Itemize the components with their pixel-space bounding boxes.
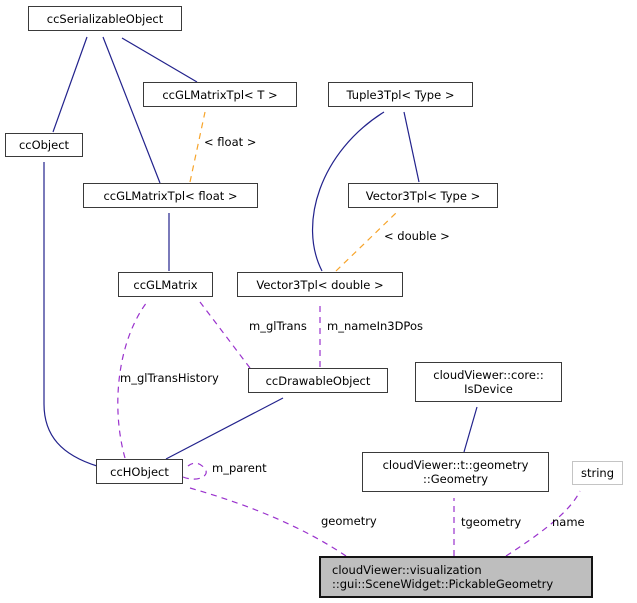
edge-template-ccglmatrixtplfloat-to-ccglmatrixtplt bbox=[189, 111, 206, 183]
node-cloudviewer-t-geometry-geometry[interactable]: cloudViewer::t::geometry ::Geometry bbox=[362, 452, 549, 492]
node-ccglmatrixtpl-t[interactable]: ccGLMatrixTpl< T > bbox=[143, 82, 297, 107]
edge-usage-geometry bbox=[189, 487, 347, 557]
node-ccserializableobject[interactable]: ccSerializableObject bbox=[28, 6, 182, 31]
edge-inheritance-ccglmatrixtplfloat-to-ccserializableobject bbox=[102, 36, 161, 184]
edge-label-template-float: < float > bbox=[204, 135, 257, 149]
edge-label-m-namein3dpos: m_nameIn3DPos bbox=[327, 319, 423, 333]
edge-usage-m-gltranshistory bbox=[117, 301, 148, 459]
node-cchobject[interactable]: ccHObject bbox=[96, 459, 183, 484]
edge-label-m-parent: m_parent bbox=[212, 461, 267, 475]
node-cloudviewer-core-isdevice[interactable]: cloudViewer::core:: IsDevice bbox=[415, 362, 562, 402]
edge-inheritance-vector3tpltype-to-tuple3tpltype bbox=[403, 111, 420, 183]
edge-template-vector3tpldouble-to-vector3tpltype bbox=[335, 212, 397, 272]
edge-label-name: name bbox=[552, 515, 585, 529]
edge-inheritance-ccglmatrixtplt-to-ccserializableobject bbox=[121, 37, 198, 83]
node-vector3tpl-double[interactable]: Vector3Tpl< double > bbox=[237, 272, 403, 297]
node-ccglmatrix[interactable]: ccGLMatrix bbox=[118, 272, 213, 297]
edge-label-m-gltrans: m_glTrans bbox=[249, 319, 307, 333]
edge-usage-name bbox=[505, 490, 581, 557]
edge-inheritance-cchobject-to-ccobject bbox=[43, 162, 98, 467]
edge-inheritance-geometry-to-isdevice bbox=[463, 406, 478, 453]
node-string: string bbox=[572, 461, 623, 485]
edge-inheritance-vector3tpldouble-to-tuple3tpltype bbox=[311, 111, 385, 272]
edge-usage-m-parent-selfloop bbox=[182, 462, 207, 480]
node-tuple3tpl-type[interactable]: Tuple3Tpl< Type > bbox=[328, 82, 473, 107]
edge-usage-m-gltrans bbox=[199, 301, 251, 369]
node-ccdrawableobject[interactable]: ccDrawableObject bbox=[248, 368, 388, 393]
edge-label-template-double: < double > bbox=[384, 229, 450, 243]
node-vector3tpl-type[interactable]: Vector3Tpl< Type > bbox=[348, 183, 498, 208]
edge-label-m-gltranshistory: m_glTransHistory bbox=[120, 371, 219, 385]
node-pickablegeometry-current: cloudViewer::visualization ::gui::SceneW… bbox=[319, 556, 593, 598]
edge-inheritance-ccobject-to-ccserializableobject bbox=[52, 36, 88, 133]
edge-label-geometry: geometry bbox=[321, 514, 377, 528]
edge-label-tgeometry: tgeometry bbox=[461, 515, 522, 529]
node-ccobject[interactable]: ccObject bbox=[5, 133, 83, 157]
edge-inheritance-cchobject-to-ccdrawableobject bbox=[165, 397, 284, 460]
node-ccglmatrixtpl-float[interactable]: ccGLMatrixTpl< float > bbox=[83, 183, 258, 208]
